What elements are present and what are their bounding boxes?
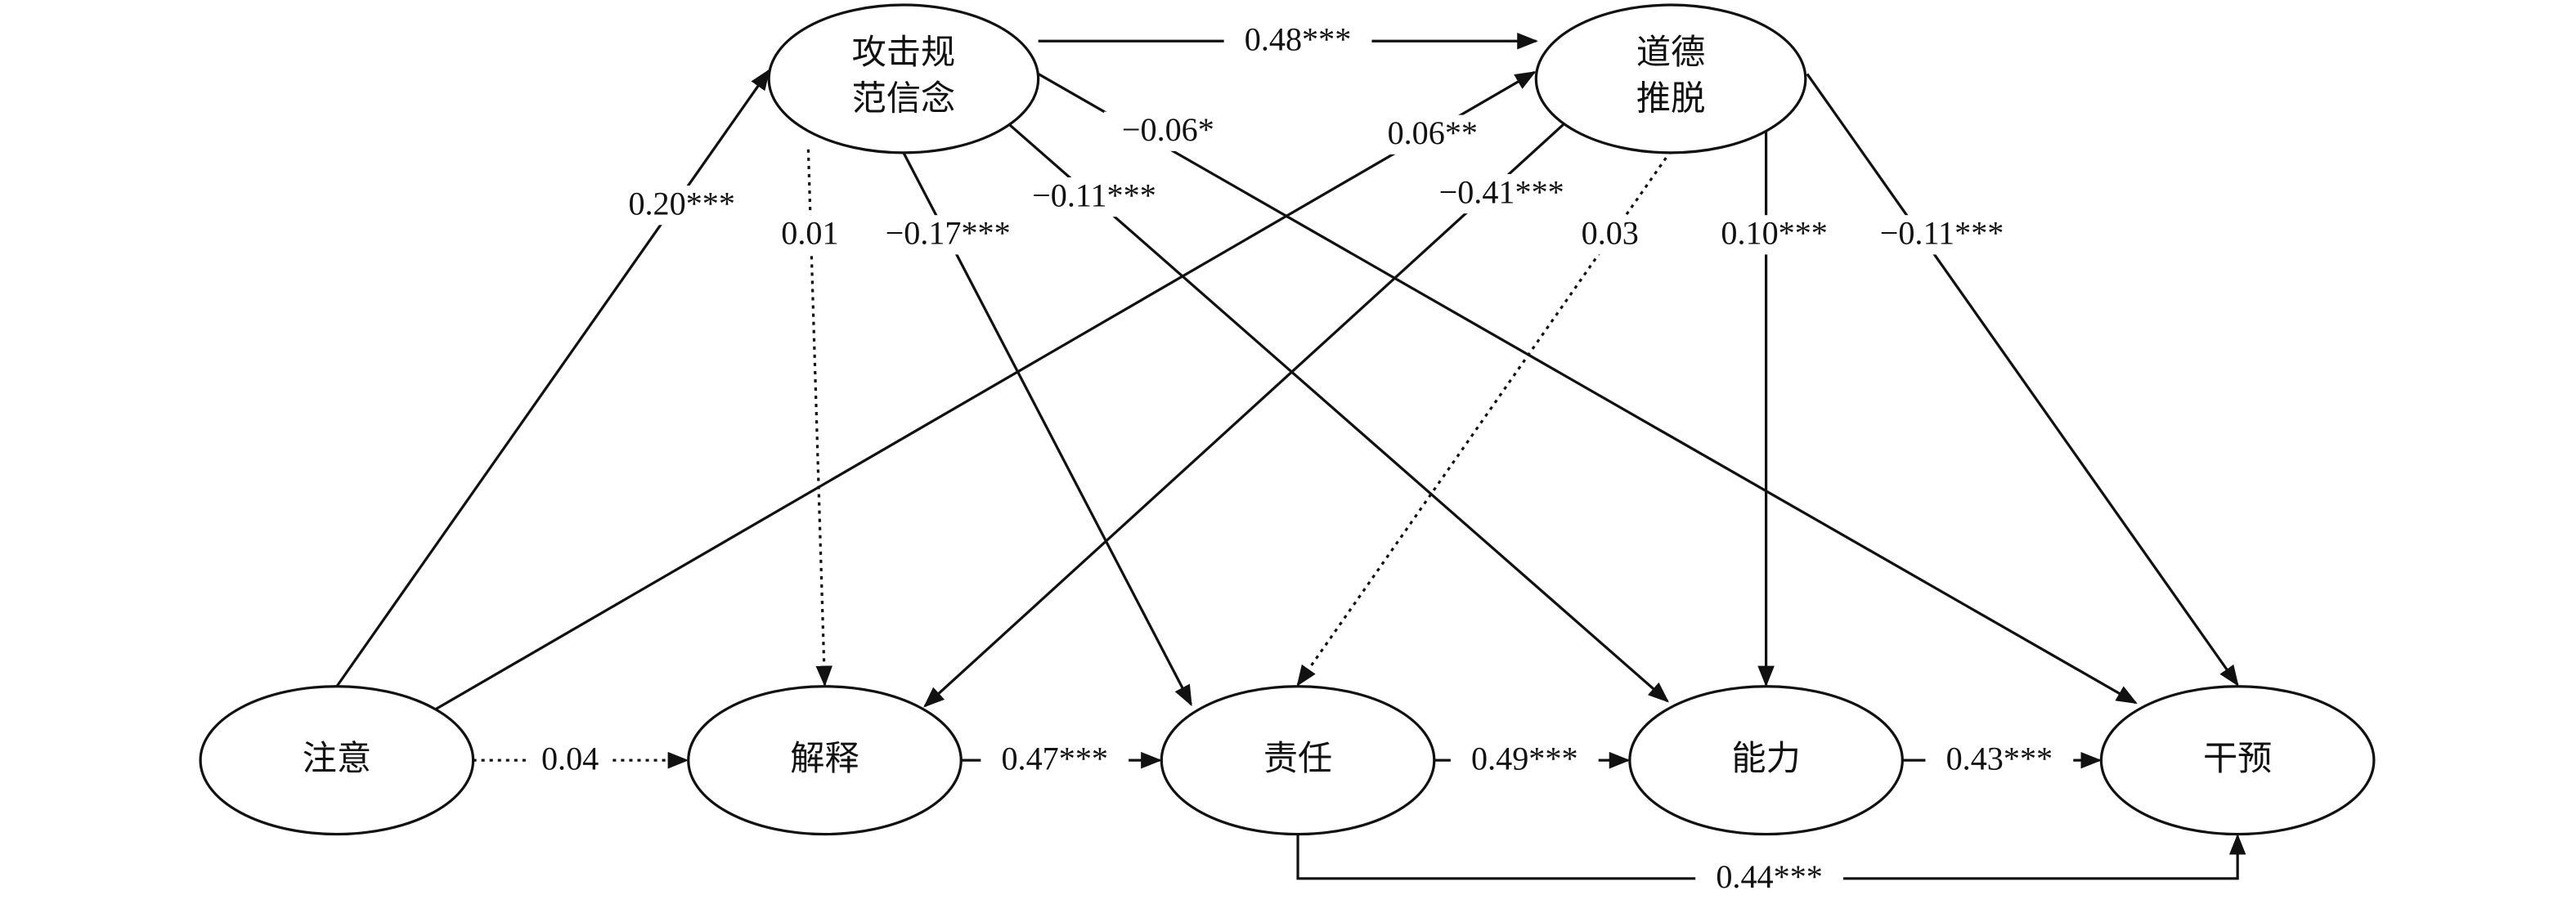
label-moral-responsibility: 0.03 <box>1582 215 1639 252</box>
node-label-line1: 攻击规 <box>852 34 956 72</box>
node-label-line1: 道德 <box>1636 34 1705 72</box>
edge-attention-norm <box>335 69 770 687</box>
node-label: 注意 <box>303 740 371 778</box>
node-aggression-norm-belief: 攻击规 范信念 <box>767 3 1040 154</box>
label-attention-interpretation: 0.04 <box>541 740 599 776</box>
label-moral-ability: 0.10*** <box>1721 215 1828 252</box>
edge-attention-moral <box>434 71 1537 711</box>
label-moral-interpretation: −0.41*** <box>1439 173 1564 210</box>
node-ability: 能力 <box>1628 685 1904 836</box>
label-attention-norm: 0.20*** <box>628 185 735 222</box>
node-label-line2: 推脱 <box>1636 79 1705 118</box>
node-label: 解释 <box>790 740 859 778</box>
node-label: 能力 <box>1731 740 1800 778</box>
edge-norm-interpretation <box>806 149 833 687</box>
label-ability-intervention: 0.43*** <box>1946 740 2053 776</box>
edge-norm-intervention <box>1037 73 2138 705</box>
label-responsibility-ability: 0.49*** <box>1471 740 1578 776</box>
node-label: 干预 <box>2203 740 2272 778</box>
label-interpretation-responsibility: 0.47*** <box>1001 740 1108 776</box>
node-intervention: 干预 <box>2099 685 2376 836</box>
node-attention: 注意 <box>199 685 475 836</box>
label-norm-ability: −0.11*** <box>1032 177 1156 213</box>
label-moral-intervention: −0.11*** <box>1880 215 2004 252</box>
node-responsibility: 责任 <box>1160 685 1436 836</box>
node-label: 责任 <box>1263 740 1332 778</box>
edge-moral-intervention <box>1806 73 2239 687</box>
node-label-line2: 范信念 <box>852 79 956 118</box>
label-norm-moral: 0.48*** <box>1245 20 1352 57</box>
node-interpretation: 解释 <box>687 685 963 836</box>
label-responsibility-intervention: 0.44*** <box>1716 858 1823 895</box>
edge-labels: 0.20*** 0.06** 0.01 −0.17*** −0.11*** −0… <box>528 20 2074 898</box>
label-norm-interpretation: 0.01 <box>781 215 838 252</box>
node-moral-disengagement: 道德 推脱 <box>1534 3 1807 154</box>
label-norm-intervention: −0.06* <box>1122 111 1214 148</box>
label-norm-responsibility: −0.17*** <box>886 215 1011 252</box>
label-attention-moral: 0.06** <box>1388 114 1478 151</box>
